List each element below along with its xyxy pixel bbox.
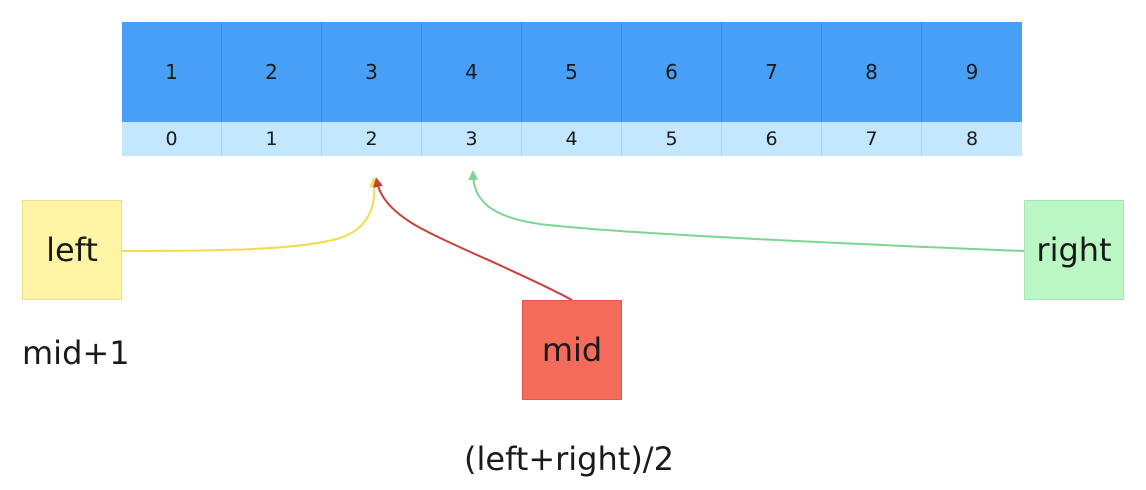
index-cell: 3 bbox=[422, 122, 522, 156]
index-cell: 8 bbox=[922, 122, 1022, 156]
index-row: 0 1 2 3 4 5 6 7 8 bbox=[122, 122, 1022, 156]
value-cell: 1 bbox=[122, 22, 222, 122]
left-update-note: mid+1 bbox=[22, 334, 130, 372]
left-pointer-box: left bbox=[22, 200, 122, 300]
mid-formula-note: (left+right)/2 bbox=[464, 440, 674, 478]
value-cell: 6 bbox=[622, 22, 722, 122]
value-cell: 7 bbox=[722, 22, 822, 122]
index-cell: 7 bbox=[822, 122, 922, 156]
value-cell: 8 bbox=[822, 22, 922, 122]
value-cell: 2 bbox=[222, 22, 322, 122]
right-pointer-box: right bbox=[1024, 200, 1124, 300]
left-pointer-arrow bbox=[121, 177, 380, 252]
index-cell: 6 bbox=[722, 122, 822, 156]
mid-pointer-arrow bbox=[373, 177, 573, 301]
mid-pointer-box: mid bbox=[522, 300, 622, 400]
value-row: 1 2 3 4 5 6 7 8 9 bbox=[122, 22, 1022, 122]
value-cell: 5 bbox=[522, 22, 622, 122]
index-cell: 4 bbox=[522, 122, 622, 156]
index-cell: 2 bbox=[322, 122, 422, 156]
index-cell: 5 bbox=[622, 122, 722, 156]
value-cell: 3 bbox=[322, 22, 422, 122]
index-cell: 1 bbox=[222, 122, 322, 156]
value-cell: 4 bbox=[422, 22, 522, 122]
array: 1 2 3 4 5 6 7 8 9 0 1 2 3 4 5 6 7 8 bbox=[122, 22, 1022, 156]
index-cell: 0 bbox=[122, 122, 222, 156]
value-cell: 9 bbox=[922, 22, 1022, 122]
right-pointer-arrow bbox=[468, 170, 1025, 252]
